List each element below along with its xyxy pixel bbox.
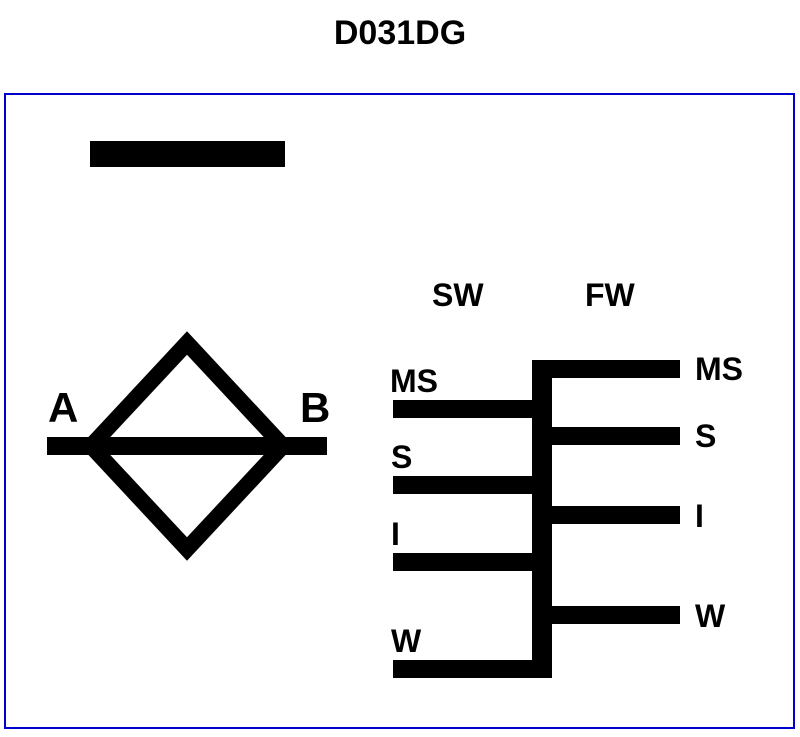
- fw-label-w: W: [695, 598, 726, 634]
- sw-line-i: [393, 553, 543, 571]
- top-bar: [90, 141, 285, 167]
- sw-label-i: I: [391, 516, 400, 552]
- fw-line-s: [540, 427, 680, 445]
- sw-label-w: W: [391, 623, 422, 659]
- frame: [4, 93, 795, 729]
- page-title: D031DG: [334, 14, 466, 52]
- port-a-label: A: [48, 384, 78, 431]
- fw-line-i: [540, 506, 680, 524]
- fw-line-w: [540, 606, 680, 624]
- port-b-label: B: [300, 384, 330, 431]
- sw-header: SW: [432, 277, 484, 313]
- diamond-shape: [80, 331, 294, 561]
- fw-label-i: I: [695, 498, 704, 534]
- switch-bus: [393, 360, 680, 678]
- sw-line-s: [393, 476, 543, 494]
- fw-label-ms: MS: [695, 351, 743, 387]
- sw-label-s: S: [391, 439, 412, 475]
- valve-symbol: [47, 331, 327, 561]
- sw-label-ms: MS: [390, 363, 438, 399]
- sw-line-ms: [393, 400, 543, 418]
- fw-line-ms: [540, 360, 680, 378]
- sw-line-w: [393, 660, 543, 678]
- fw-header: FW: [585, 277, 636, 313]
- fw-label-s: S: [695, 418, 716, 454]
- flow-line: [47, 437, 327, 455]
